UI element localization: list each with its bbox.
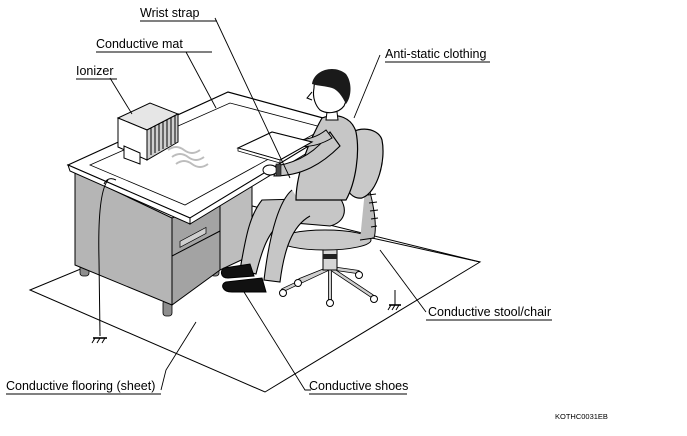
- label-conductive-mat: Conductive mat: [96, 37, 183, 51]
- ground-symbol-left: [91, 337, 107, 344]
- label-conductive-flooring: Conductive flooring (sheet): [6, 379, 155, 393]
- label-anti-static-clothing: Anti-static clothing: [385, 47, 486, 61]
- label-conductive-stool-chair: Conductive stool/chair: [428, 305, 551, 319]
- figure-code: KOTHC0031EB: [555, 412, 608, 421]
- ground-symbol-right: [387, 304, 401, 311]
- ionizer: [116, 102, 180, 165]
- label-wrist-strap: Wrist strap: [140, 6, 200, 20]
- conductive-shoe-left: [220, 263, 255, 279]
- label-ionizer: Ionizer: [76, 64, 114, 78]
- conductive-shoe-right: [222, 277, 267, 293]
- airflow-lines: [167, 146, 209, 168]
- leader-lines: [109, 17, 427, 391]
- operator-person: [220, 69, 359, 293]
- ground-cord: [98, 179, 109, 337]
- label-conductive-shoes: Conductive shoes: [309, 379, 408, 393]
